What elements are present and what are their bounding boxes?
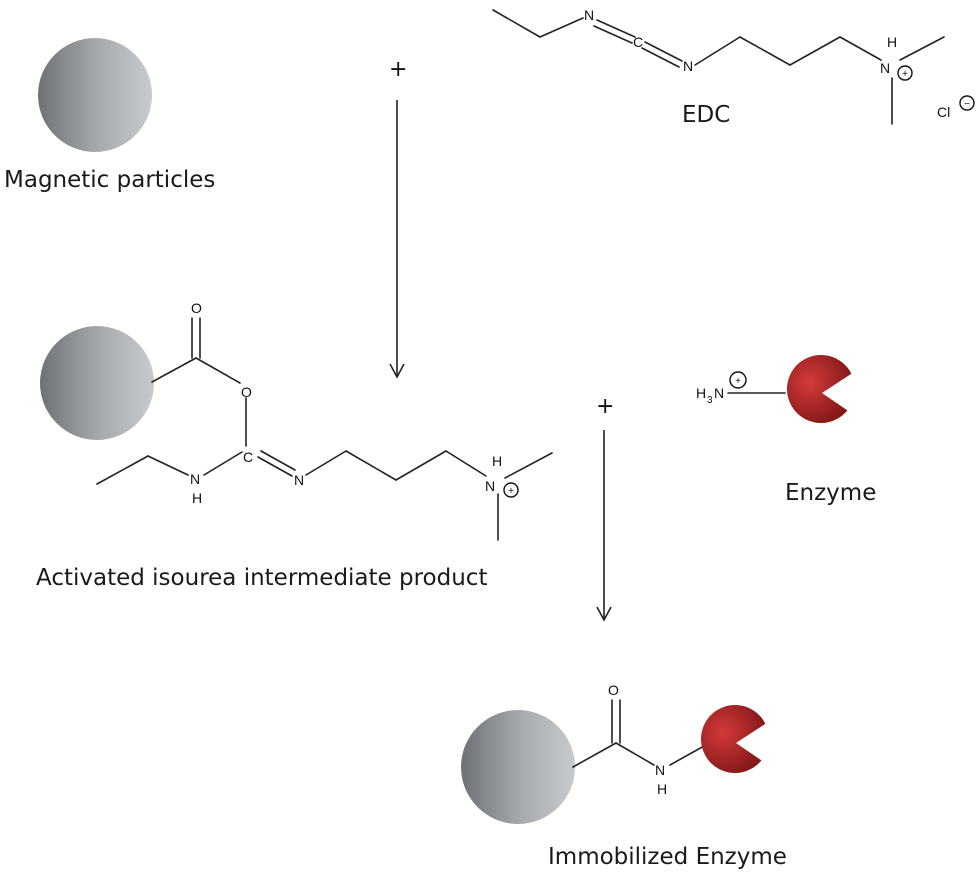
enzyme-amine: H 3 N +: [696, 371, 786, 406]
edc-negative-charge: −: [959, 95, 975, 111]
svg-text:+: +: [508, 486, 514, 497]
magnetic-particles-label: Magnetic particles: [4, 167, 215, 193]
plus-sign-2: +: [596, 394, 614, 419]
edc-chloride: Cl: [937, 104, 950, 120]
magnetic-particle: [38, 38, 152, 152]
isourea-atom-n: N: [294, 472, 304, 488]
enzyme-amine-h: H: [696, 385, 706, 401]
immobilized-particle: [461, 710, 575, 824]
isourea-atom-nh-n: N: [190, 471, 200, 487]
edc-positive-charge: +: [897, 65, 913, 81]
edc-atom-n1: N: [584, 7, 594, 23]
svg-text:−: −: [964, 99, 970, 110]
amide-linkage: O N H: [572, 682, 705, 797]
enzyme-label: Enzyme: [785, 480, 876, 506]
amide-atom-n: N: [655, 762, 665, 778]
edc-molecule: N C N H N + Cl −: [492, 7, 975, 125]
svg-text:+: +: [902, 69, 908, 80]
isourea-positive-charge: +: [503, 482, 519, 498]
edc-atom-h: H: [887, 34, 897, 50]
reaction-arrow-1: [389, 100, 405, 379]
isourea-atom-c: C: [243, 449, 253, 465]
edc-label: EDC: [682, 102, 730, 128]
isourea-atom-o-ester: O: [241, 384, 252, 400]
amide-atom-h: H: [657, 781, 667, 797]
enzyme-amine-subscript: 3: [707, 395, 713, 406]
activated-intermediate-label: Activated isourea intermediate product: [36, 565, 487, 591]
plus-sign-1: +: [389, 57, 407, 82]
edc-atom-n2: N: [683, 58, 693, 74]
reaction-arrow-2: [596, 430, 612, 622]
svg-text:+: +: [735, 376, 741, 387]
activated-particle: [40, 326, 154, 440]
enzyme-positive-charge: +: [729, 371, 747, 389]
enzyme-amine-n: N: [714, 385, 724, 401]
edc-atom-n3: N: [880, 60, 890, 76]
isourea-atom-nh-h: H: [192, 490, 202, 506]
isourea-atom-h: H: [492, 453, 502, 469]
enzyme-pacman: [786, 354, 852, 423]
amide-atom-o: O: [608, 682, 619, 698]
isourea-atom-n-ammonium: N: [485, 478, 495, 494]
isourea-atom-o-carbonyl: O: [191, 300, 202, 316]
immobilized-enzyme-label: Immobilized Enzyme: [548, 844, 787, 870]
isourea-intermediate-molecule: O O C N H N H N +: [96, 300, 553, 541]
immobilized-enzyme-pacman: [700, 704, 766, 773]
edc-atom-c: C: [633, 34, 643, 50]
